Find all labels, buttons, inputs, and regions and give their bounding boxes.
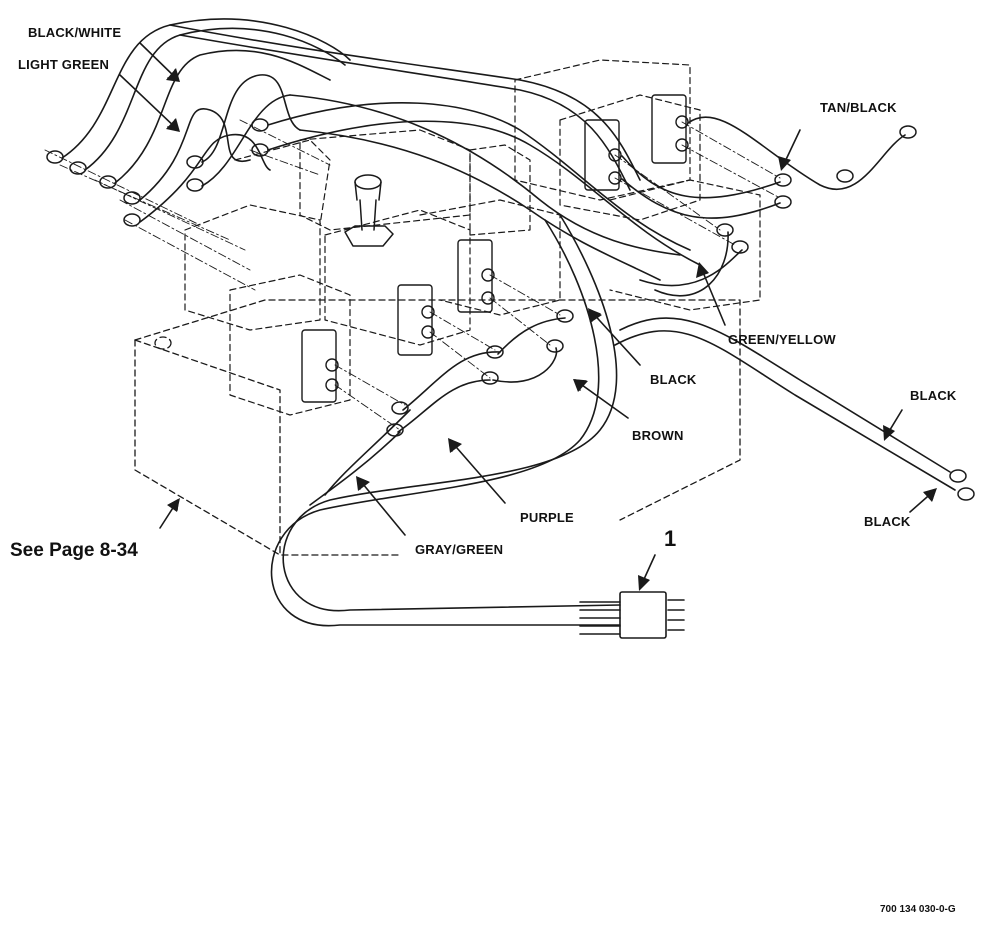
connector-plug xyxy=(579,591,685,639)
label-light-green: LIGHT GREEN xyxy=(18,57,110,72)
label-green-yellow: GREEN/YELLOW xyxy=(728,332,836,347)
label-arrows xyxy=(119,42,936,589)
center-knob xyxy=(344,174,394,247)
figure-id: 700 134 030-0-G xyxy=(880,904,956,915)
label-black-white: BLACK/WHITE xyxy=(28,25,122,40)
see-page-reference: See Page 8-34 xyxy=(10,540,138,561)
label-brown: BROWN xyxy=(632,428,684,443)
wire-harness xyxy=(61,18,956,627)
label-black-wire: BLACK xyxy=(650,372,697,387)
base-block-outline xyxy=(134,299,741,556)
terminal-studs xyxy=(301,94,689,403)
arrowheads xyxy=(166,68,937,591)
label-gray-green: GRAY/GREEN xyxy=(415,542,504,557)
label-black-lower-right: BLACK xyxy=(864,514,911,529)
label-black-upper-right: BLACK xyxy=(910,388,957,403)
label-purple: PURPLE xyxy=(520,510,574,525)
label-tan-black: TAN/BLACK xyxy=(820,100,897,115)
solenoid-blocks xyxy=(184,59,761,416)
item-number-callout: 1 xyxy=(664,526,677,551)
ring-terminals-left xyxy=(46,118,975,501)
